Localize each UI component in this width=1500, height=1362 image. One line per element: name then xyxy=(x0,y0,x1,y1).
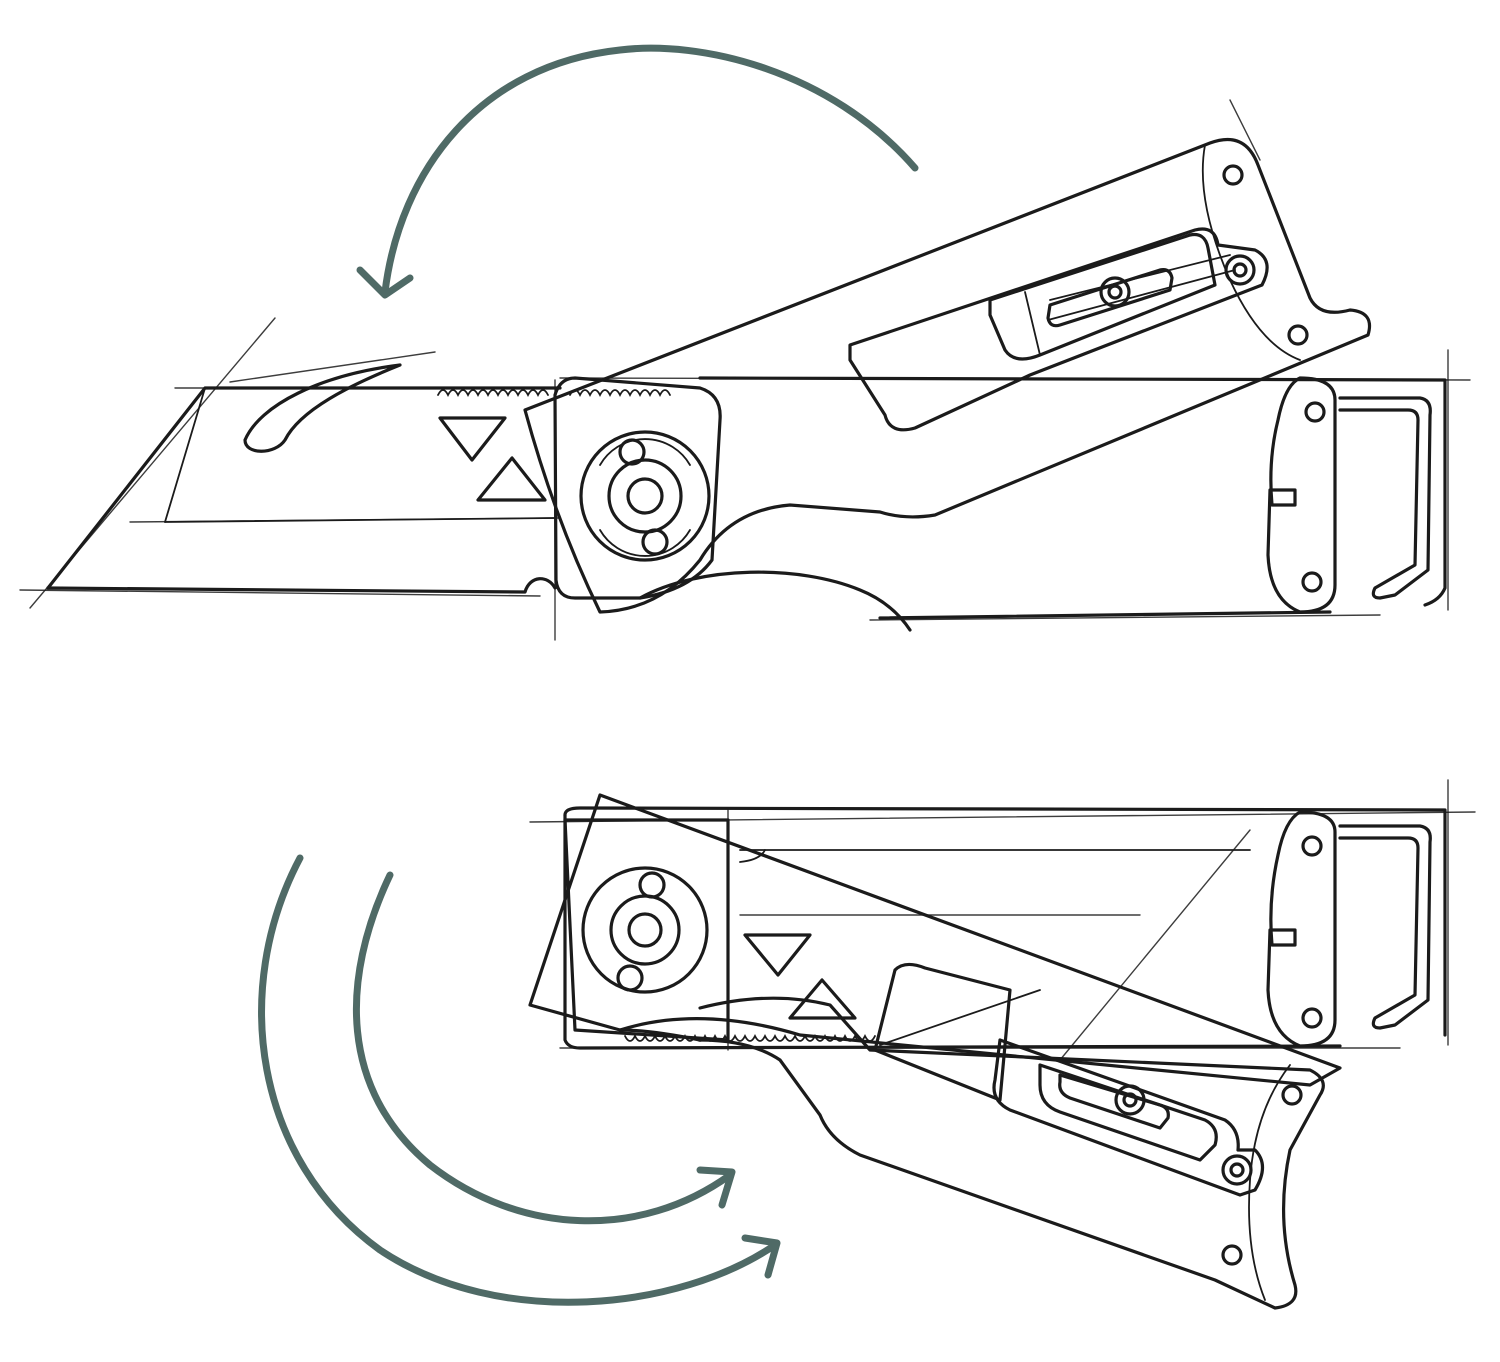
bottom-serrations xyxy=(624,1033,876,1042)
bottom-rotating-lever xyxy=(618,996,1325,1310)
bottom-pivot-block xyxy=(563,818,730,1042)
bottom-knife-sketch xyxy=(528,779,1476,1310)
rotation-arrows xyxy=(258,44,919,1306)
top-construction-lines xyxy=(19,99,1471,641)
top-handle-frame xyxy=(638,376,1447,632)
top-rotating-lever xyxy=(523,137,1372,614)
top-blade xyxy=(46,363,562,594)
top-pivot-block xyxy=(553,376,722,600)
closing-arrow-icon xyxy=(356,44,919,299)
top-knife-sketch xyxy=(19,99,1471,641)
bottom-handle-frame xyxy=(563,806,1447,1050)
opening-arrow-inner-icon xyxy=(352,871,736,1225)
opening-arrow-outer-icon xyxy=(258,854,781,1306)
